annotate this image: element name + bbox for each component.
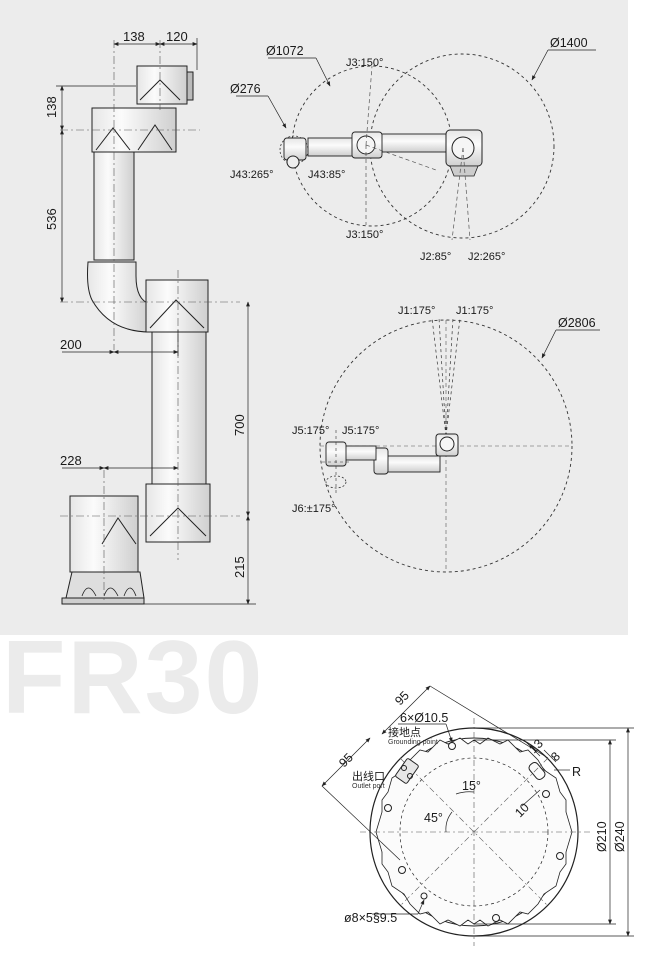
- dim-head-height: 138: [44, 96, 59, 118]
- j6-label: J6:±175°: [292, 503, 335, 515]
- dim-outer-diameter: Ø1400: [550, 36, 588, 50]
- dim-workspace-diameter: Ø2806: [558, 316, 596, 330]
- slot: [528, 762, 546, 780]
- j43-right-label: J43:85°: [308, 169, 345, 181]
- mount-hole: [492, 914, 500, 922]
- j3-top-label: J3:150°: [346, 57, 383, 69]
- dim-angle-a: 15°: [462, 779, 481, 793]
- dim-base-edge-a: 95: [392, 688, 412, 708]
- j2-b-label: J2:265°: [468, 251, 505, 263]
- dim-upper-arm-height: 536: [44, 208, 59, 230]
- workspace-view: [319, 317, 600, 573]
- j5-right-label: J5:175°: [342, 425, 379, 437]
- dim-base-height: 215: [232, 556, 247, 578]
- mount-hole: [384, 804, 392, 812]
- j1-right-label: J1:175°: [456, 305, 493, 317]
- j2-a-label: J2:85°: [420, 251, 451, 263]
- model-watermark: FR30: [2, 620, 265, 736]
- elbow-housing: [145, 279, 209, 333]
- dim-lower-arm-height: 700: [232, 414, 247, 436]
- dim-base-offset: 228: [60, 453, 82, 468]
- outlet-label-en: Outlet port: [352, 783, 385, 790]
- dim-top-width-b: 120: [166, 29, 188, 44]
- j1-left-label: J1:175°: [398, 305, 435, 317]
- dim-elbow-offset: 200: [60, 337, 82, 352]
- grounding-label-cn: 接地点: [388, 726, 421, 739]
- dim-hole-pattern: 6×Ø10.5: [400, 711, 448, 725]
- top-view: [236, 49, 596, 241]
- mount-hole: [398, 866, 406, 874]
- grounding-label-en: Grounding point: [388, 739, 438, 746]
- side-view: [56, 38, 256, 605]
- dim-angle-b: 45°: [424, 811, 443, 825]
- dim-radius: R: [572, 765, 581, 779]
- dim-top-width-a: 138: [123, 29, 145, 44]
- wrist-head: [136, 65, 188, 105]
- workspace-circle: [319, 319, 573, 573]
- lower-arm-tube: [151, 331, 207, 485]
- j5-left-label: J5:175°: [292, 425, 329, 437]
- dim-outer-diameter-base: Ø240: [613, 821, 627, 852]
- j43-left-label: J43:265°: [230, 169, 274, 181]
- j3-bottom-label: J3:150°: [346, 229, 383, 241]
- dim-pin-hole: ø8×5§9.5: [344, 911, 397, 925]
- base-view: [321, 685, 634, 946]
- dim-wrist-diameter: Ø276: [230, 82, 261, 96]
- dim-base-edge-b: 95: [336, 750, 356, 770]
- elbow-bend: [87, 261, 151, 333]
- mount-hole: [556, 852, 564, 860]
- outlet-label-cn: 出线口: [352, 769, 385, 783]
- dim-inner-diameter: Ø210: [595, 821, 609, 852]
- mount-hole: [448, 742, 456, 750]
- mount-hole: [542, 790, 550, 798]
- dim-reach-diameter: Ø1072: [266, 44, 304, 58]
- pin-hole: [420, 892, 428, 900]
